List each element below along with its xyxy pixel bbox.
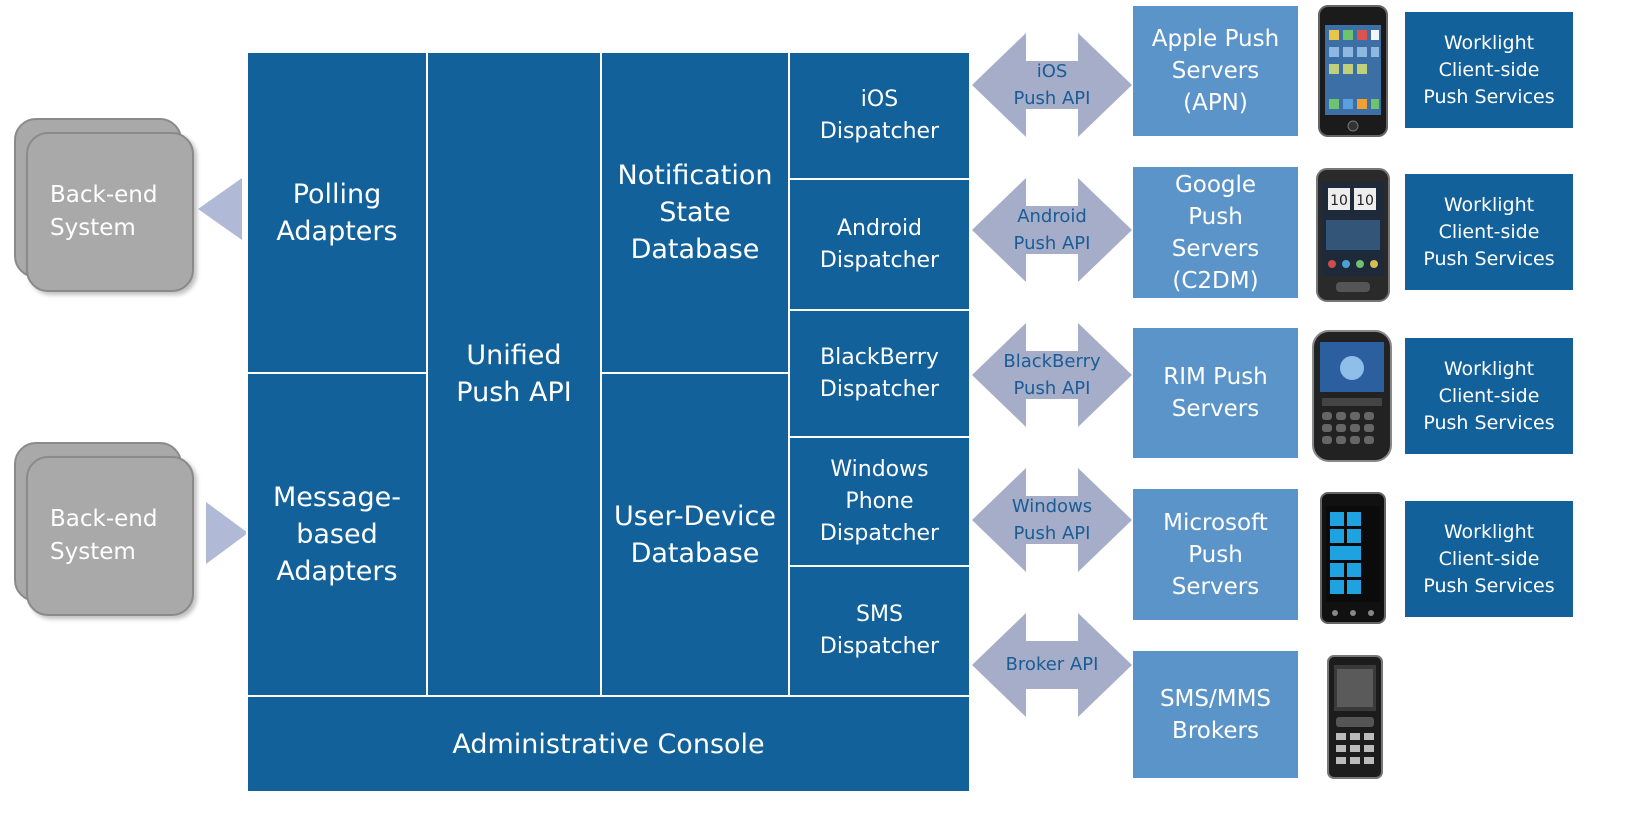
svg-text:10: 10 bbox=[1356, 193, 1374, 209]
arrow-left-triangle bbox=[198, 178, 242, 240]
blackberry-dispatcher: BlackBerry Dispatcher bbox=[788, 309, 971, 438]
android-push-api-label: Android Push API bbox=[1013, 206, 1091, 254]
rim-push-servers: RIM Push Servers bbox=[1133, 328, 1298, 458]
broker-api-arrow: Broker API bbox=[972, 613, 1132, 717]
user-device-database: User-Device Database bbox=[600, 372, 790, 697]
worklight-client-services-2: Worklight Client-side Push Services bbox=[1405, 174, 1573, 290]
iphone-icon bbox=[1318, 5, 1388, 137]
windows-push-api-arrow: Windows Push API bbox=[972, 468, 1132, 572]
ios-push-api-label: iOS Push API bbox=[1013, 61, 1091, 109]
administrative-console: Administrative Console bbox=[246, 695, 971, 793]
android-push-api-arrow: Android Push API bbox=[972, 178, 1132, 282]
broker-api-label: Broker API bbox=[1005, 653, 1099, 675]
microsoft-push-servers: Microsoft Push Servers bbox=[1133, 489, 1298, 620]
ios-dispatcher: iOS Dispatcher bbox=[788, 51, 971, 180]
polling-adapters: Polling Adapters bbox=[246, 51, 428, 374]
windows-phone-icon bbox=[1320, 492, 1386, 624]
blackberry-phone-icon bbox=[1312, 330, 1392, 462]
windows-phone-dispatcher: Windows Phone Dispatcher bbox=[788, 436, 971, 567]
svg-text:10: 10 bbox=[1330, 193, 1348, 209]
blackberry-push-api-arrow: BlackBerry Push API bbox=[972, 323, 1132, 427]
android-phone-icon: 10 10 bbox=[1316, 168, 1390, 302]
android-dispatcher: Android Dispatcher bbox=[788, 178, 971, 311]
ios-push-api-arrow: iOS Push API bbox=[972, 33, 1132, 137]
backend-system-1: Back-end System bbox=[26, 132, 194, 292]
google-push-servers: Google Push Servers (C2DM) bbox=[1133, 167, 1298, 298]
apple-push-servers: Apple Push Servers (APN) bbox=[1133, 6, 1298, 136]
notification-state-database: Notification State Database bbox=[600, 51, 790, 374]
feature-phone-icon bbox=[1327, 655, 1383, 779]
sms-dispatcher: SMS Dispatcher bbox=[788, 565, 971, 697]
arrow-right-triangle bbox=[206, 502, 248, 564]
worklight-client-services-4: Worklight Client-side Push Services bbox=[1405, 501, 1573, 617]
windows-push-api-label: Windows Push API bbox=[1011, 496, 1093, 544]
message-based-adapters: Message- based Adapters bbox=[246, 372, 428, 697]
unified-push-api: Unified Push API bbox=[426, 51, 602, 697]
sms-mms-brokers: SMS/MMS Brokers bbox=[1133, 651, 1298, 778]
worklight-client-services-1: Worklight Client-side Push Services bbox=[1405, 12, 1573, 128]
blackberry-push-api-label: BlackBerry Push API bbox=[1003, 351, 1101, 399]
backend-system-2: Back-end System bbox=[26, 456, 194, 616]
worklight-client-services-3: Worklight Client-side Push Services bbox=[1405, 338, 1573, 454]
